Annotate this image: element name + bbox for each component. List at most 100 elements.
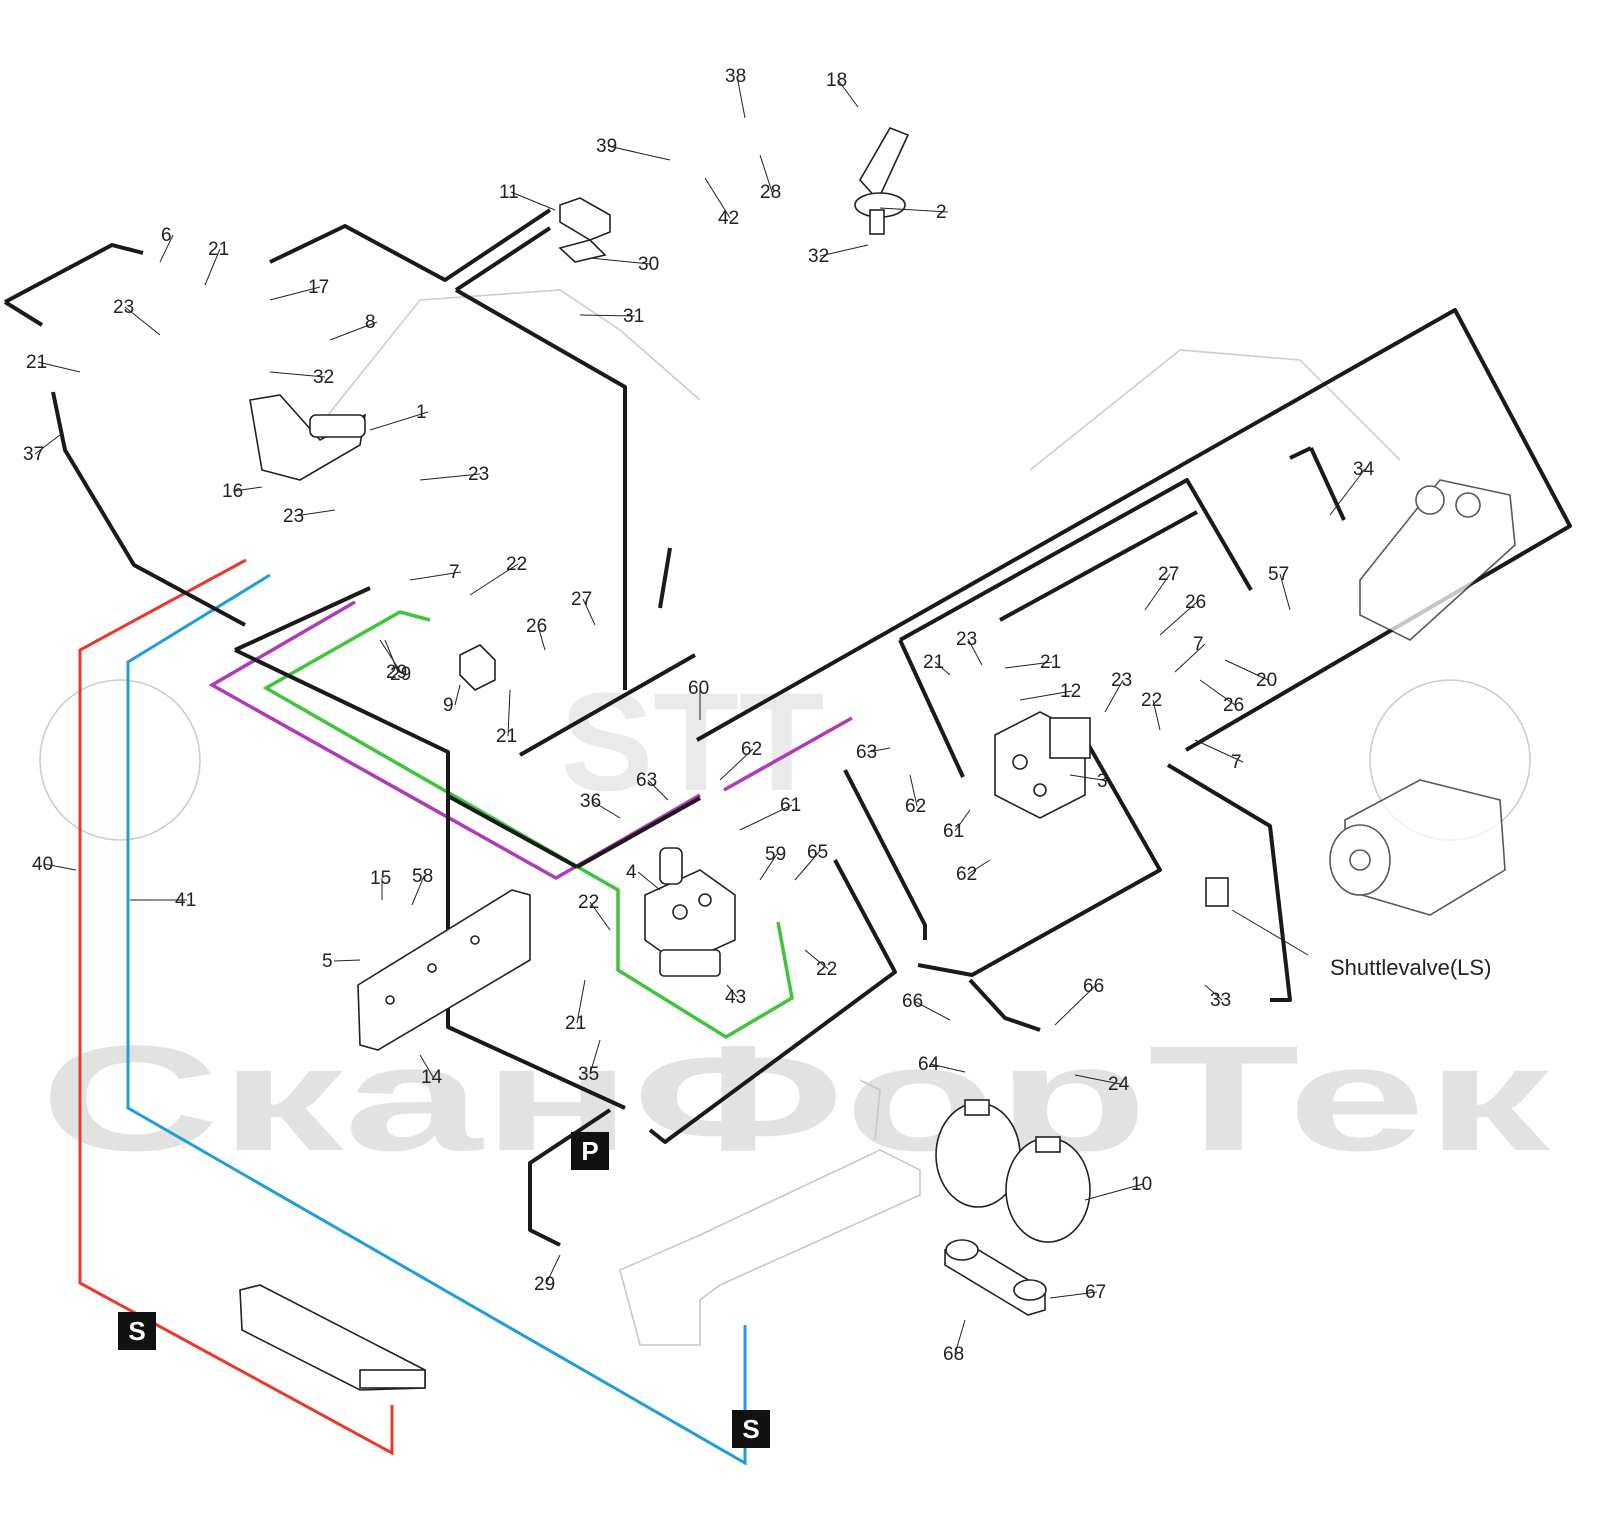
callout-number: 32 xyxy=(313,367,334,388)
callout-leader-line xyxy=(1159,601,1198,636)
callout-27: 27 xyxy=(1144,564,1179,611)
callout-number: 63 xyxy=(856,742,877,763)
component-5-bracket-plate xyxy=(357,889,531,1051)
component-3-valve-block xyxy=(994,711,1091,819)
callout-number: 28 xyxy=(760,182,781,203)
port-p-label: P xyxy=(581,1136,598,1166)
callout-14: 14 xyxy=(419,1054,443,1088)
watermark-tractor-outline xyxy=(39,289,1531,841)
callout-leader-line xyxy=(269,286,321,301)
callout-29: 29 xyxy=(379,639,411,685)
callout-number: 26 xyxy=(526,616,547,637)
callout-6: 6 xyxy=(159,225,174,263)
callout-leader-line xyxy=(507,689,511,737)
callout-60: 60 xyxy=(688,678,709,720)
callout-number: 33 xyxy=(1210,990,1231,1011)
component-11-clamp-block xyxy=(558,197,611,263)
callout-number: 26 xyxy=(1223,695,1244,716)
callout-leader-line xyxy=(1054,985,1096,1026)
callout-3: 3 xyxy=(1069,771,1110,792)
callout-23: 23 xyxy=(419,464,489,485)
callout-62: 62 xyxy=(719,739,762,781)
callout-leader-line xyxy=(579,314,636,317)
callout-leader-line xyxy=(913,1000,951,1021)
callout-21: 21 xyxy=(26,352,81,373)
callout-leader-line xyxy=(411,875,425,906)
callout-number: 20 xyxy=(1256,670,1277,691)
callout-leader-line xyxy=(967,859,991,875)
component-1-pedal-valve xyxy=(249,394,367,481)
callout-11: 11 xyxy=(499,182,556,211)
callout-leader-line xyxy=(719,748,754,781)
callout-leader-line xyxy=(454,684,461,706)
watermark-text: СканФорТек xyxy=(40,1014,1552,1182)
callout-number: 43 xyxy=(725,987,746,1008)
callout-17: 17 xyxy=(269,277,329,301)
callout-leader-line xyxy=(469,563,519,596)
callout-leader-line xyxy=(607,145,671,161)
callout-33: 33 xyxy=(1204,984,1231,1011)
callout-number: 22 xyxy=(816,959,837,980)
callout-28: 28 xyxy=(759,154,781,203)
callout-number: 5 xyxy=(322,951,333,972)
component-67-mount-plate xyxy=(944,1239,1047,1316)
callout-leader-line xyxy=(124,306,161,336)
callout-leader-line xyxy=(333,959,361,962)
callout-number: 31 xyxy=(623,306,644,327)
callout-leader-line xyxy=(704,177,731,219)
callout-23: 23 xyxy=(113,297,161,336)
callout-number: 23 xyxy=(956,629,977,650)
callout-number: 21 xyxy=(496,726,517,747)
callout-leader-line xyxy=(43,863,77,871)
callout-34: 34 xyxy=(1329,459,1375,516)
callout-63: 63 xyxy=(856,742,891,763)
callout-number: 62 xyxy=(905,796,926,817)
callout-leader-line xyxy=(545,1254,561,1285)
callout-leader-line xyxy=(419,1054,434,1078)
callout-leader-line xyxy=(294,509,336,517)
callout-number: 29 xyxy=(390,664,411,685)
callout-number: 35 xyxy=(578,1064,599,1085)
callout-21: 21 xyxy=(1004,652,1061,673)
callout-leader-line xyxy=(369,411,429,431)
callout-leader-line xyxy=(1004,661,1053,669)
callout-15: 15 xyxy=(370,868,391,900)
callout-number: 4 xyxy=(626,862,637,883)
callout-66: 66 xyxy=(1054,976,1104,1026)
callout-leader-line xyxy=(576,979,586,1024)
callout-leader-line xyxy=(1174,643,1206,673)
callout-number: 39 xyxy=(596,136,617,157)
callout-number: 37 xyxy=(23,444,44,465)
callout-leader-line xyxy=(954,809,971,832)
callout-21: 21 xyxy=(496,689,517,747)
callout-32: 32 xyxy=(808,244,869,267)
component-2-foot-pedal xyxy=(854,127,910,235)
component-frame-ghost xyxy=(619,1079,921,1346)
callout-38: 38 xyxy=(725,66,746,119)
callout-23: 23 xyxy=(1104,670,1132,713)
callout-number: 6 xyxy=(161,225,172,246)
callout-number: 24 xyxy=(1108,1074,1130,1095)
callout-number: 22 xyxy=(578,892,599,913)
callout-number: 7 xyxy=(1231,752,1242,773)
callout-61: 61 xyxy=(739,795,801,831)
callout-26: 26 xyxy=(1159,592,1206,636)
callout-leader-line xyxy=(1204,984,1223,1001)
callout-leader-line xyxy=(419,473,481,481)
callout-leader-line xyxy=(233,486,263,492)
callout-18: 18 xyxy=(826,70,859,108)
callout-leader-line xyxy=(589,257,651,265)
callout-leader-line xyxy=(1069,774,1110,782)
callout-number: 10 xyxy=(1131,1174,1152,1195)
callout-59: 59 xyxy=(759,844,786,881)
callout-number: 64 xyxy=(918,1054,940,1075)
callout-21: 21 xyxy=(565,979,586,1034)
callout-leader-line xyxy=(589,1039,601,1075)
component-4-control-valve xyxy=(644,847,736,977)
port-p-marker: P xyxy=(571,1132,609,1170)
callout-37: 37 xyxy=(23,434,61,465)
component-hydraulic-pump xyxy=(1329,779,1506,916)
callout-number: 21 xyxy=(26,352,47,373)
callout-leader-line xyxy=(726,984,738,998)
callout-leader-line xyxy=(794,851,820,881)
